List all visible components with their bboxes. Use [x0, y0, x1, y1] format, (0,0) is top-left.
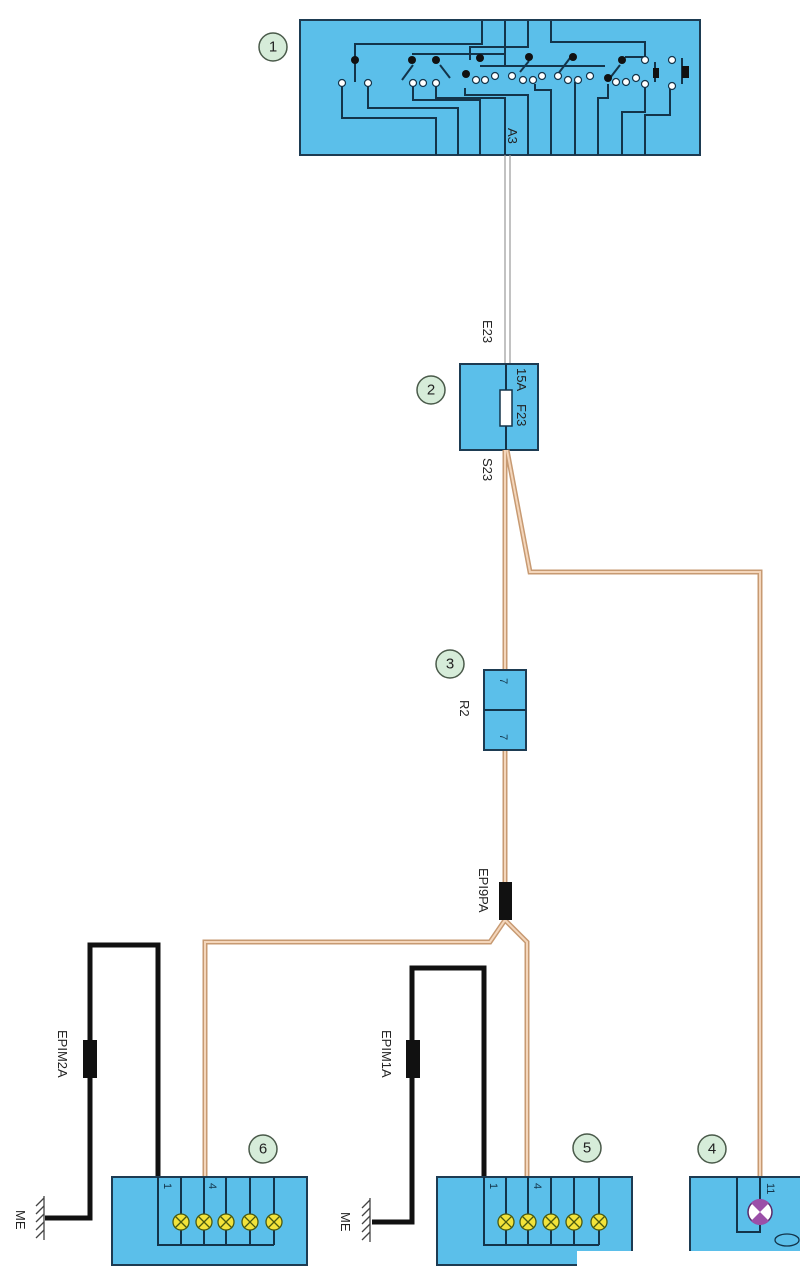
- ground-icon: [361, 1198, 371, 1242]
- switch-unit: A3 1: [258, 19, 701, 156]
- pin-11: 11: [764, 1183, 776, 1194]
- component-number-badge: 5: [572, 1133, 602, 1163]
- ground-wire-right: [372, 965, 487, 1225]
- switch-contacts-closed: [351, 53, 689, 82]
- bulb-icons: [172, 1213, 283, 1231]
- connector-id: R2: [457, 700, 472, 717]
- fuse-element: [499, 389, 513, 427]
- fuse-id: F23: [514, 404, 529, 426]
- splice-label-epi9pa: EPI9PA: [476, 868, 491, 913]
- pin-label-a3: A3: [505, 128, 520, 144]
- indicator-unit: 11 4: [689, 1134, 800, 1253]
- wire-a3-to-fuse: [504, 155, 511, 365]
- feed-wires: [202, 449, 763, 1178]
- splice-epim2a: [83, 1040, 97, 1078]
- svg-text:2: 2: [427, 382, 435, 399]
- ground-label-left: ME: [13, 1210, 28, 1230]
- splice-epi9pa: [499, 882, 512, 920]
- connector-r2: 7 7 R2 3: [435, 649, 527, 751]
- component-number-badge: 3: [435, 649, 465, 679]
- svg-text:6: 6: [259, 1141, 267, 1158]
- pin-7-top: 7: [497, 678, 509, 684]
- svg-text:1: 1: [269, 39, 277, 56]
- ground-wire-left: [45, 942, 161, 1221]
- component-number-badge: 4: [697, 1134, 727, 1164]
- lamp-unit-left: 1 4 6: [111, 1134, 308, 1266]
- indicator-lamp-icon: [747, 1198, 773, 1226]
- bulb-icons: [497, 1213, 608, 1231]
- pin-7-bottom: 7: [497, 734, 509, 740]
- splice-label-epim1a: EPIM1A: [379, 1030, 394, 1078]
- splice-epim1a: [406, 1040, 420, 1078]
- svg-text:3: 3: [446, 656, 454, 673]
- fuse-box: 15A F23 E23 S23 2: [416, 320, 539, 481]
- svg-text:4: 4: [708, 1141, 716, 1158]
- fuse-output-label: S23: [480, 458, 495, 481]
- component-number-badge: 1: [258, 32, 288, 62]
- component-number-badge: 2: [416, 375, 446, 405]
- switch-unit-circuitry: [341, 21, 683, 155]
- ground-icon: [35, 1196, 45, 1240]
- lamp-unit-right: 1 4 5: [436, 1133, 633, 1266]
- pin-1: 1: [487, 1183, 499, 1189]
- component-number-badge: 6: [248, 1134, 278, 1164]
- switch-contacts-open: [337, 55, 677, 91]
- pin-1: 1: [161, 1183, 173, 1189]
- svg-text:5: 5: [583, 1140, 591, 1157]
- fuse-input-label: E23: [480, 320, 495, 343]
- splice-label-epim2a: EPIM2A: [55, 1030, 70, 1078]
- fuse-rating: 15A: [514, 368, 529, 391]
- pin-4: 4: [206, 1183, 218, 1189]
- cropped-area: [577, 1251, 800, 1275]
- ground-label-right: ME: [338, 1212, 353, 1232]
- pin-4: 4: [531, 1183, 543, 1189]
